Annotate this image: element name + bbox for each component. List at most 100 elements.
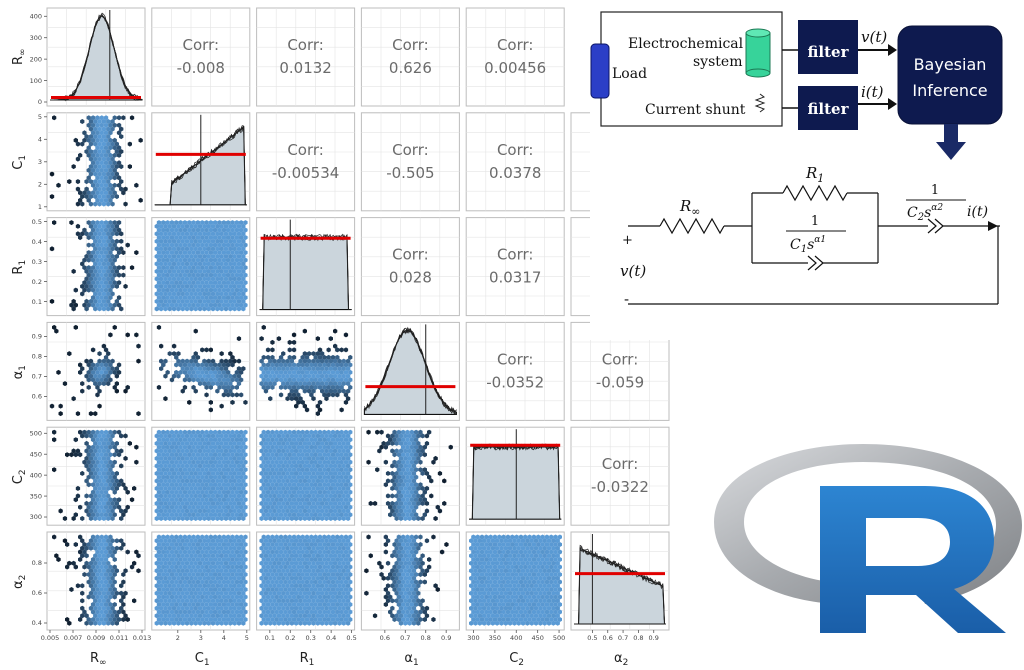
hex-cell (471, 602, 476, 607)
hex-cell (167, 538, 172, 544)
hex-cell (88, 126, 94, 132)
hex-cell (228, 553, 233, 559)
hex-cell (108, 265, 113, 271)
hex-cell (414, 609, 419, 615)
hex-cell (424, 485, 430, 491)
hex-cell (320, 545, 325, 551)
hexbin-4-1 (154, 429, 248, 521)
hex-cell (106, 493, 111, 499)
hex-cell (180, 388, 185, 394)
hex-cell (129, 115, 135, 121)
hex-cell (377, 448, 382, 454)
hex-cell (210, 613, 216, 619)
hex-cell (265, 512, 271, 518)
hex-cell (119, 238, 124, 244)
hex-cell (302, 328, 307, 334)
hex-cell (285, 440, 290, 446)
hex-cell (230, 564, 235, 570)
hex-cell (265, 579, 271, 585)
hex-cell (182, 482, 188, 488)
hex-cell (291, 459, 297, 465)
hex-cell (156, 467, 162, 473)
hex-cell (315, 605, 320, 611)
hex-cell (103, 534, 109, 540)
hex-cell (230, 452, 235, 458)
hex-cell (182, 489, 188, 495)
hex-cell (551, 583, 556, 589)
hex-cell (121, 572, 126, 577)
hex-cell (223, 246, 229, 252)
hex-cell (73, 324, 78, 330)
hex-cell (90, 190, 96, 196)
hex-cell (174, 429, 179, 435)
hex-cell (555, 568, 560, 574)
hex-cell (195, 609, 201, 615)
hex-cell (195, 220, 201, 226)
hex-cell (512, 538, 517, 544)
corr-value: 0.00456 (484, 59, 546, 77)
hex-cell (230, 504, 235, 510)
hex-cell (281, 598, 286, 604)
hex-cell (223, 463, 229, 469)
hex-cell (93, 455, 98, 461)
hex-cell (320, 598, 325, 604)
hex-cell (471, 587, 476, 592)
hex-cell (263, 448, 269, 454)
hex-cell (174, 444, 179, 450)
hex-cell (317, 354, 323, 360)
hex-cell (261, 497, 266, 503)
hex-cell (167, 238, 172, 244)
hex-cell (261, 594, 266, 600)
hex-cell (108, 437, 113, 443)
hex-cell (180, 276, 185, 282)
hex-cell (261, 572, 266, 577)
hex-cell (289, 500, 294, 506)
hex-cell (119, 306, 124, 312)
hex-cell (243, 482, 248, 488)
hex-cell (232, 268, 237, 274)
hex-cell (86, 564, 91, 570)
hex-cell (272, 493, 277, 499)
hex-cell (333, 575, 338, 581)
hex-cell (317, 617, 323, 622)
hex-cell (473, 538, 478, 544)
hex-cell (208, 242, 213, 248)
hex-cell (106, 126, 111, 132)
hex-cell (317, 444, 323, 450)
hex-cell (401, 617, 406, 622)
hex-cell (422, 609, 427, 615)
hex-cell (546, 583, 552, 589)
hex-cell (239, 512, 244, 518)
hex-cell (82, 280, 87, 286)
hex-cell (274, 482, 279, 488)
hex-cell (88, 149, 94, 155)
hex-cell (213, 474, 218, 480)
hex-cell (191, 609, 196, 615)
hex-cell (403, 485, 408, 491)
hex-cell (86, 137, 91, 143)
hex-cell (180, 455, 185, 461)
hex-cell (112, 594, 117, 600)
hex-cell (396, 594, 401, 600)
hex-cell (116, 227, 122, 233)
hex-cell (171, 455, 177, 461)
hex-cell (191, 302, 196, 308)
hex-cell (270, 467, 275, 473)
hex-cell (324, 553, 329, 559)
hex-cell (420, 500, 425, 506)
hex-cell (174, 504, 179, 510)
corr-value: -0.0322 (591, 478, 649, 496)
hex-cell (324, 463, 329, 469)
hex-cell (84, 620, 89, 626)
hex-cell (270, 549, 275, 555)
hex-cell (197, 598, 203, 604)
hex-cell (283, 459, 288, 465)
hex-cell (163, 268, 168, 274)
hex-cell (93, 194, 98, 200)
hex-cell (197, 545, 203, 551)
hex-cell (546, 545, 552, 551)
hex-cell (103, 302, 109, 308)
hex-cell (223, 605, 229, 611)
hex-cell (110, 500, 115, 506)
hex-cell (171, 485, 177, 491)
